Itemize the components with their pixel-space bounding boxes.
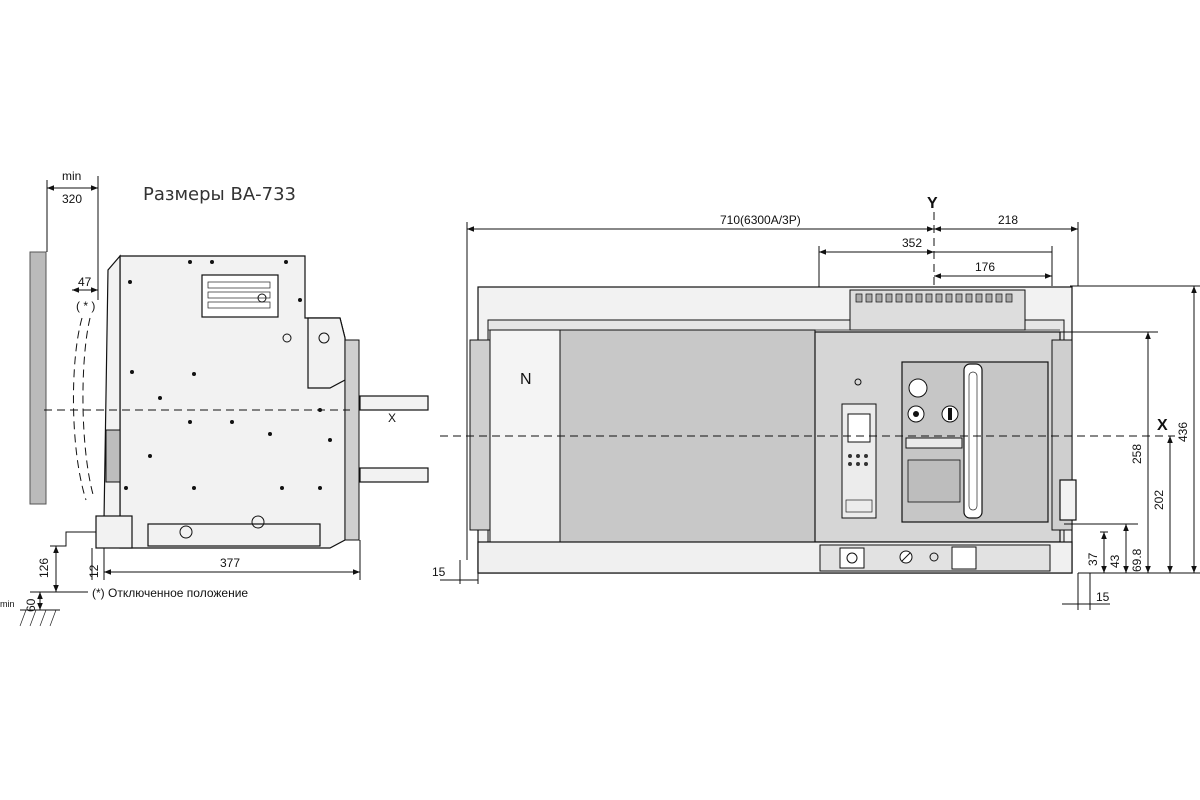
dim-258: 258 — [1130, 444, 1144, 464]
dim-69-8: 69.8 — [1130, 548, 1144, 572]
neutral-pole — [489, 329, 571, 543]
axis-y-label: Y — [927, 195, 938, 212]
dim-176: 176 — [975, 260, 995, 274]
dim-15-right: 15 — [1096, 590, 1110, 604]
disconnected-arc — [72, 317, 87, 501]
dim-min-small: min — [0, 599, 15, 609]
wall-plate — [29, 251, 47, 505]
dim-43: 43 — [1108, 554, 1122, 568]
dim-710: 710(6300A/3P) — [720, 213, 801, 227]
dim-436: 436 — [1176, 422, 1190, 442]
padlock-icon — [951, 546, 977, 570]
side-view: min 320 47 ( * ) — [0, 169, 429, 627]
neutral-label: N — [520, 371, 532, 388]
dim-202: 202 — [1152, 490, 1166, 510]
footnote: (*) Отключенное положение — [92, 586, 248, 600]
rear-terminal-bottom — [359, 467, 429, 483]
dim-12: 12 — [87, 564, 101, 578]
disconnected-mark: ( * ) — [76, 299, 95, 313]
rear-terminal-top — [359, 395, 429, 411]
side-axis-x: X — [388, 411, 396, 425]
dim-218: 218 — [998, 213, 1018, 227]
dim-15-left: 15 — [432, 565, 446, 579]
axis-x-label: X — [1157, 417, 1168, 434]
dim-37: 37 — [1086, 552, 1100, 566]
dim-126: 126 — [37, 558, 51, 578]
dim-377: 377 — [220, 556, 240, 570]
dim-320: 320 — [62, 192, 82, 206]
racking-lock-icon — [839, 547, 865, 569]
dim-352: 352 — [902, 236, 922, 250]
dim-60: 60 — [24, 598, 38, 612]
drawing-title: Размеры ВА-733 — [143, 184, 296, 205]
dim-47: 47 — [78, 275, 92, 289]
dim-min-label: min — [62, 169, 81, 183]
front-view: 710(6300A/3P) 218 352 176 Y N — [432, 195, 1200, 610]
charging-handle — [963, 363, 983, 519]
